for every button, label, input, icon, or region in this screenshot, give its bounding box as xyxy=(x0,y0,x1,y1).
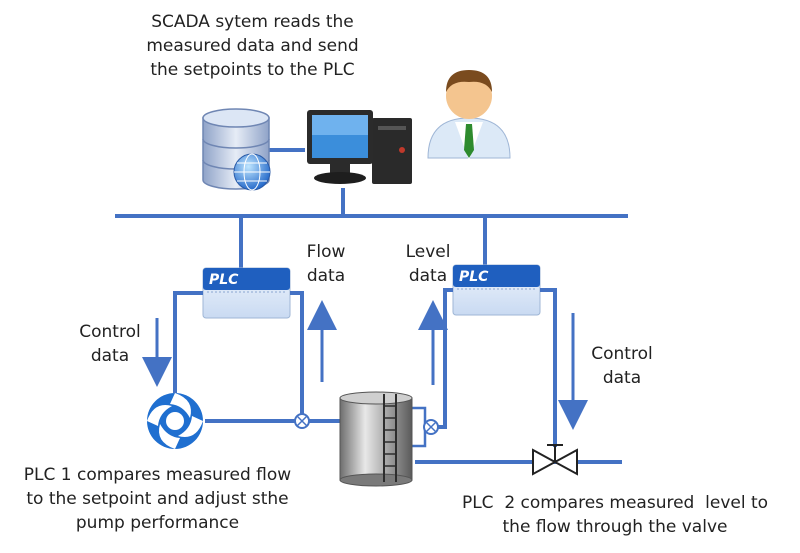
flow-data-label: Flow data xyxy=(306,242,346,286)
plc2-control-line xyxy=(540,288,557,447)
tank-icon xyxy=(339,391,413,487)
plc2-unit: PLC xyxy=(452,264,541,316)
plc1-unit: PLC xyxy=(202,267,291,319)
plc2-caption: PLC 2 compares measured level to the flo… xyxy=(461,493,769,537)
level-sensor-icon xyxy=(423,419,439,435)
valve-icon xyxy=(532,444,578,476)
plc1-tag: PLC xyxy=(209,272,239,288)
flow-sensor-icon xyxy=(294,413,310,429)
operator-icon xyxy=(427,70,511,160)
plc1-caption: PLC 1 compares measured flow to the setp… xyxy=(23,465,292,533)
control-data-left-label: Control data xyxy=(79,322,141,366)
plc1-flow-line xyxy=(290,291,304,418)
plc2-level-line xyxy=(433,288,453,429)
database-icon xyxy=(202,108,271,191)
plc2-tag: PLC xyxy=(459,269,489,285)
pump-icon xyxy=(147,393,203,449)
level-data-label: Level data xyxy=(405,242,451,286)
control-data-right-label: Control data xyxy=(591,344,653,388)
computer-icon xyxy=(307,110,412,184)
scada-caption: SCADA sytem reads the measured data and … xyxy=(146,12,359,80)
plc1-control-line xyxy=(173,291,203,393)
